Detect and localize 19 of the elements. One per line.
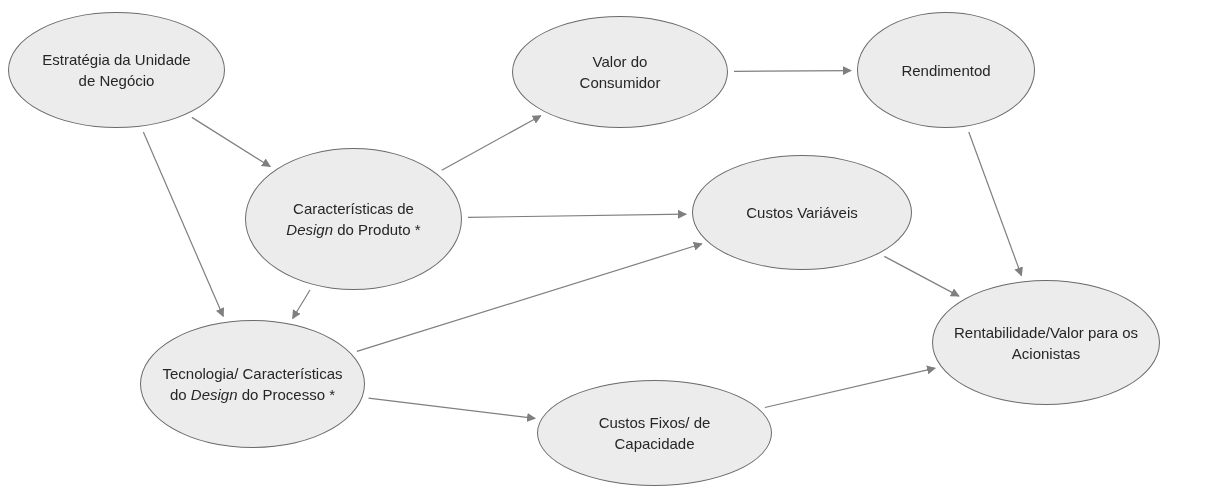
arrow	[142, 131, 225, 318]
arrow	[441, 115, 542, 171]
arrow	[733, 66, 852, 76]
arrow	[883, 255, 960, 297]
arrow	[191, 116, 271, 168]
node-label: Características de Design do Produto *	[285, 199, 422, 240]
arrow	[356, 241, 703, 353]
arrow	[764, 365, 936, 409]
arrow	[467, 209, 687, 219]
node-label: Custos Variáveis	[746, 203, 858, 223]
node-label: Custos Fixos/ de Capacidade	[597, 413, 712, 454]
node-label: Rentabilidade/Valor para os Acionistas	[953, 322, 1139, 364]
arrow	[367, 397, 536, 422]
node-label: Tecnologia/ Características do Design do Processo *	[161, 364, 344, 405]
node-label: Valor do Consumidor	[578, 52, 662, 93]
node-label: Rendimentod	[901, 60, 991, 81]
arrow	[968, 131, 1023, 277]
arrow	[292, 289, 311, 320]
node-label: Estratégia da Unidade de Negócio	[41, 50, 192, 91]
